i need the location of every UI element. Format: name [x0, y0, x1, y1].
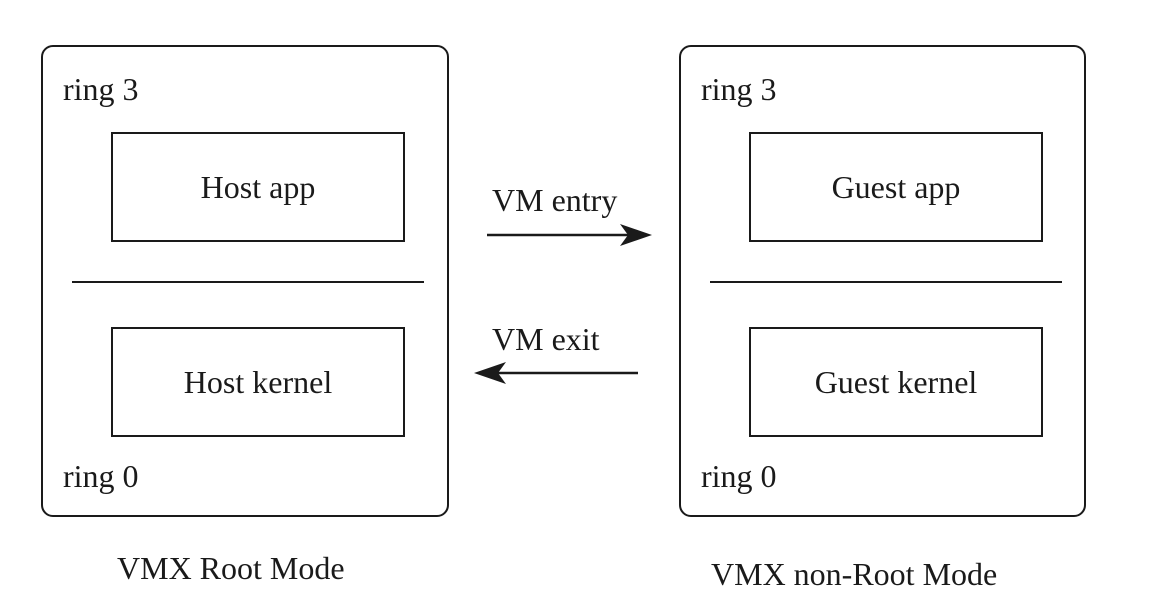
guest-kernel-box: Guest kernel — [749, 327, 1043, 437]
vmx-nonroot-mode-caption: VMX non-Root Mode — [711, 556, 998, 592]
guest-kernel-label: Guest kernel — [814, 363, 978, 400]
vm-exit-label: VM exit — [492, 321, 600, 357]
root-ring-divider — [72, 281, 424, 283]
nonroot-ring-divider — [710, 281, 1062, 283]
nonroot-ring-3-label: ring 3 — [701, 71, 777, 107]
root-ring-3-label: ring 3 — [63, 71, 139, 107]
host-kernel-label: Host kernel — [183, 363, 333, 400]
vm-entry-label: VM entry — [492, 182, 618, 218]
guest-app-label: Guest app — [831, 168, 961, 205]
root-ring-0-label: ring 0 — [63, 458, 139, 494]
guest-app-box: Guest app — [749, 132, 1043, 242]
host-app-box: Host app — [111, 132, 405, 242]
nonroot-ring-0-label: ring 0 — [701, 458, 777, 494]
vm-exit-arrow — [474, 362, 638, 384]
host-app-label: Host app — [200, 168, 316, 205]
vmx-root-mode-panel: ring 3 Host app Host kernel ring 0 — [41, 45, 449, 517]
vm-entry-arrow — [487, 224, 652, 246]
vmx-nonroot-mode-panel: ring 3 Guest app Guest kernel ring 0 — [679, 45, 1086, 517]
vmx-root-mode-caption: VMX Root Mode — [117, 550, 345, 586]
host-kernel-box: Host kernel — [111, 327, 405, 437]
